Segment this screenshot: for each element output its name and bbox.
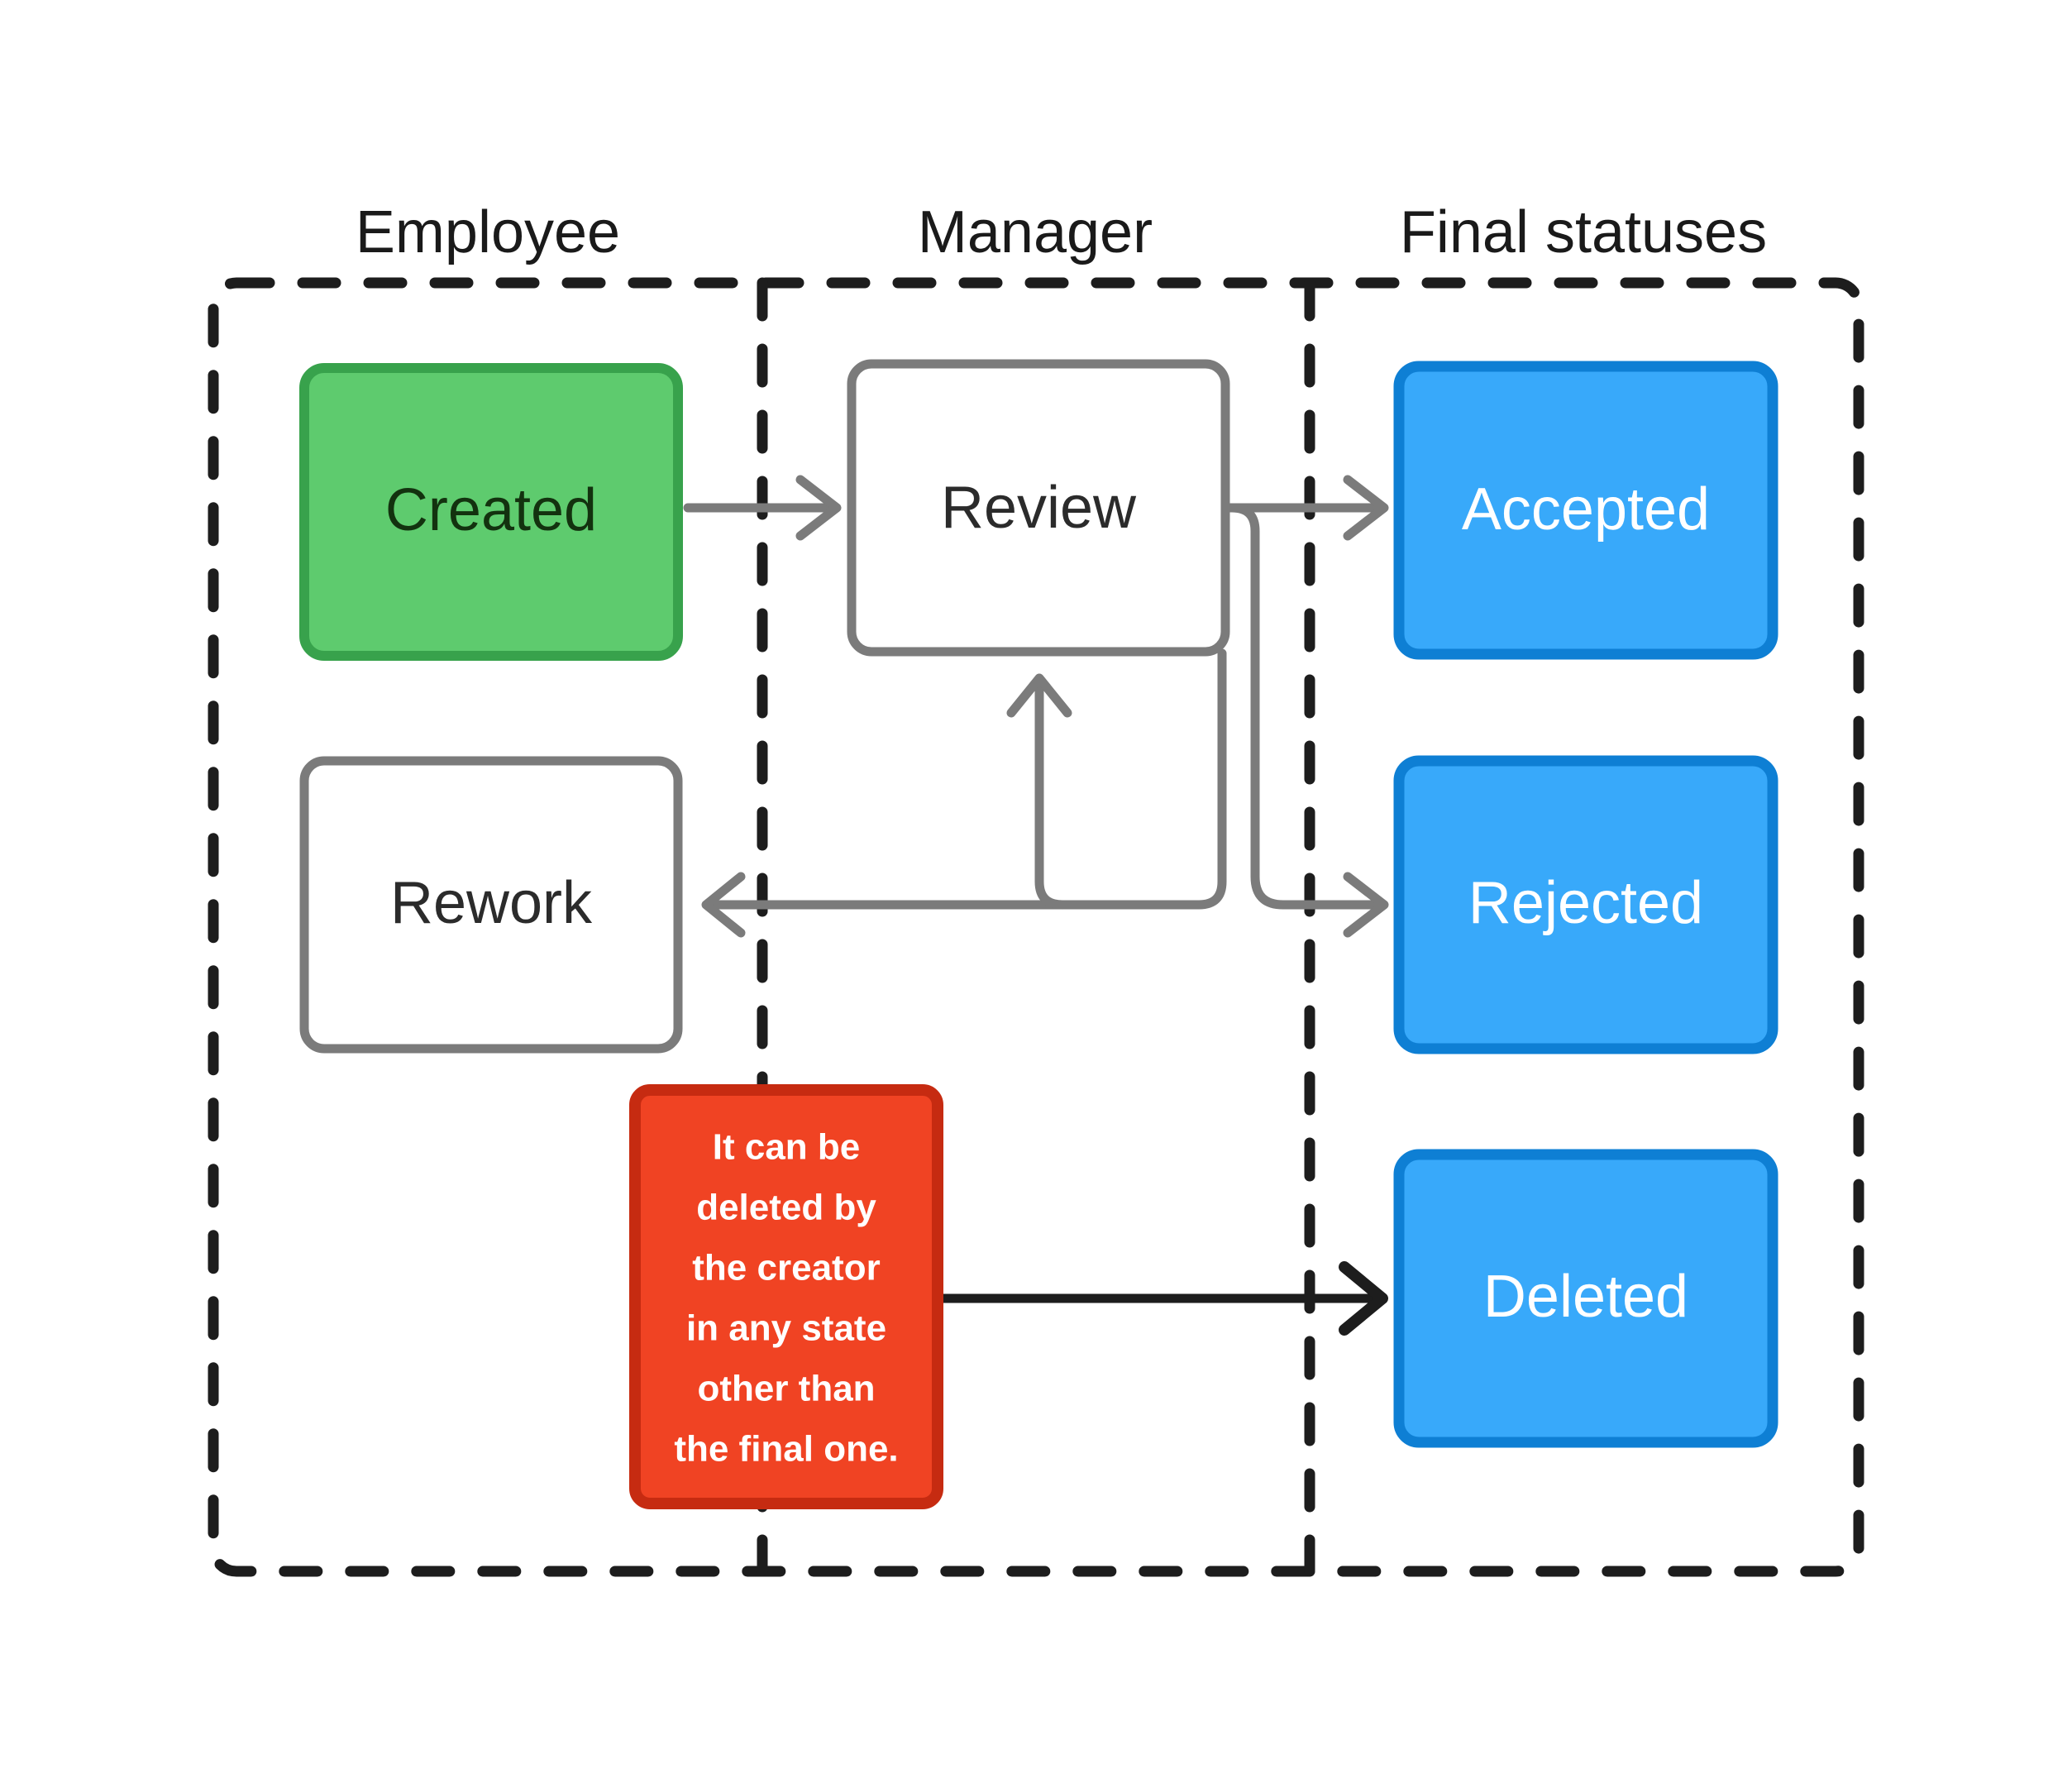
lane-labels: Employee Manager Final statuses: [356, 199, 1767, 265]
lane-label-final-statuses: Final statuses: [1400, 199, 1767, 265]
lane-frame-border: [208, 277, 1864, 1577]
node-review-label: Review: [941, 475, 1137, 541]
node-rejected-label: Rejected: [1468, 870, 1703, 936]
node-deleted-label: Deleted: [1483, 1264, 1688, 1330]
node-created-label: Created: [385, 477, 597, 543]
arrowhead-icon: [1339, 1261, 1388, 1336]
node-deleted-box[interactable]: [1393, 1149, 1778, 1448]
node-accepted-box[interactable]: [1393, 361, 1778, 660]
node-rework-label: Rework: [390, 870, 593, 936]
node-rework-box[interactable]: [299, 756, 683, 1054]
node-review-box[interactable]: [847, 359, 1230, 657]
node-accepted-label: Accepted: [1462, 476, 1710, 543]
node-rejected[interactable]: Rejected: [1393, 755, 1778, 1054]
note-line-5: other than: [697, 1369, 875, 1409]
arrowhead-icon: [1343, 872, 1389, 938]
lane-label-employee: Employee: [356, 199, 620, 265]
node-created[interactable]: Created: [299, 363, 683, 661]
edge-line: [706, 648, 1227, 910]
nodes-layer: Created Rework Review Accepted Rejected: [299, 359, 1778, 1509]
note-delete-rule-box[interactable]: [629, 1084, 943, 1509]
edge-line: [1034, 678, 1067, 910]
arrowhead-icon: [1006, 673, 1072, 718]
arrowhead-icon: [795, 475, 842, 541]
node-accepted[interactable]: Accepted: [1393, 361, 1778, 660]
edge-created-to-review: [683, 475, 842, 541]
edges-layer: [683, 475, 1389, 1336]
note-line-3: the creator: [692, 1248, 880, 1288]
note-line-2: deleted by: [696, 1188, 876, 1228]
node-rework[interactable]: Rework: [299, 756, 683, 1054]
node-rejected-box[interactable]: [1393, 755, 1778, 1054]
note-delete-rule[interactable]: It can be deleted by the creator in any …: [629, 1084, 943, 1509]
arrowhead-icon: [701, 872, 746, 938]
edge-review-to-rejected: [1227, 503, 1389, 938]
note-line-1: It can be: [713, 1127, 861, 1168]
edge-review-to-rework: [701, 648, 1227, 938]
note-line-4: in any state: [686, 1308, 886, 1349]
edge-line: [1227, 503, 1386, 910]
edge-review-to-accepted: [1220, 475, 1389, 541]
edge-rework-to-review: [1006, 673, 1072, 910]
node-deleted[interactable]: Deleted: [1393, 1149, 1778, 1448]
node-created-box[interactable]: [299, 363, 683, 661]
node-review[interactable]: Review: [847, 359, 1230, 657]
arrowhead-icon: [1343, 475, 1389, 541]
note-line-6: the final one.: [674, 1429, 898, 1470]
lane-label-manager: Manager: [918, 199, 1153, 265]
edge-note-to-deleted: [941, 1261, 1388, 1336]
